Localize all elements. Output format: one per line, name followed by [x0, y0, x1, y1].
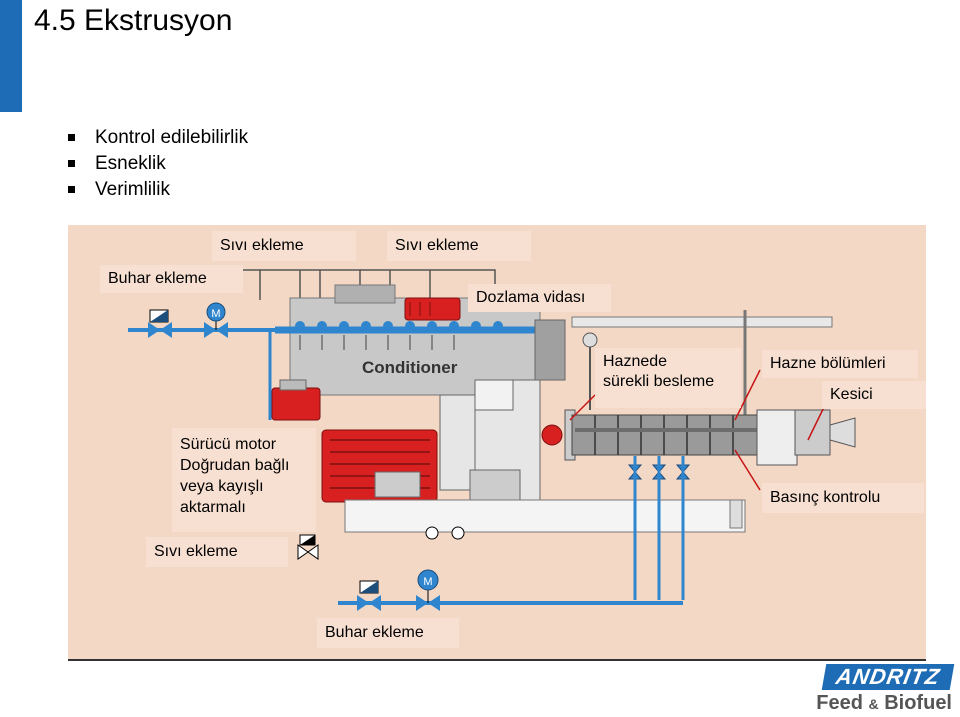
valve-icon [357, 580, 381, 611]
label-continuous-feed-line-1: Haznede [603, 353, 668, 370]
label-cutter: Kesici [822, 381, 926, 409]
bullet-item: Esneklik [68, 151, 248, 177]
barrel-liquid-pipes [633, 456, 685, 600]
motor-icon: M [417, 569, 439, 591]
conditioner-label: Conditioner [362, 358, 458, 377]
bullet-square-icon [68, 134, 75, 141]
conditioner-drops [299, 335, 455, 350]
valve-icon [148, 309, 172, 338]
bullet-item: Verimlilik [68, 177, 248, 203]
pointer-lines [569, 369, 826, 491]
logo-subtitle: Feed & Biofuel [816, 692, 952, 715]
logo-amp: & [868, 696, 879, 712]
bullet-text: Esneklik [95, 153, 166, 174]
pump-icons [425, 526, 465, 540]
logo-sub-2: Biofuel [884, 692, 952, 714]
label-drive-motor-line-4: aktarmalı [180, 499, 246, 516]
logo-name: ANDRITZ [821, 664, 955, 690]
valve-icon [297, 534, 319, 560]
label-liquid-addition-bottom: Sıvı ekleme [146, 537, 288, 567]
overhead-rail [571, 316, 833, 328]
bullet-text: Verimlilik [95, 179, 170, 200]
label-drive-motor: Sürücü motor Doğrudan bağlı veya kayışlı… [172, 428, 316, 532]
conditioner-nozzles [295, 321, 503, 331]
motor-symbol: M [423, 576, 432, 588]
label-barrel-sections: Hazne bölümleri [762, 350, 918, 378]
bullet-square-icon [68, 160, 75, 167]
knife-cone [829, 417, 856, 448]
knife-housing [794, 409, 831, 456]
label-pressure-control: Basınç kontrolu [762, 483, 924, 513]
label-continuous-feed: Haznede sürekli besleme [595, 348, 741, 408]
label-liquid-addition-2: Sıvı ekleme [387, 231, 531, 261]
bullet-square-icon [68, 186, 75, 193]
title-accent-bar [0, 0, 22, 112]
label-drive-motor-line-3: veya kayışlı [180, 478, 264, 495]
dosing-screw-motor [404, 297, 461, 321]
label-steam-addition-bottom: Buhar ekleme [317, 618, 459, 648]
bullet-list: Kontrol edilebilirlik Esneklik Verimlili… [68, 125, 248, 203]
bullet-text: Kontrol edilebilirlik [95, 127, 249, 148]
feed-pump [541, 424, 563, 446]
die-head [756, 409, 798, 466]
valve-icon [416, 590, 440, 611]
conditioner-motor [271, 387, 321, 421]
motor-symbol: M [211, 308, 220, 320]
label-drive-motor-line-2: Doğrudan bağlı [180, 457, 290, 474]
hoist-icon [582, 332, 598, 348]
machine-frame [344, 499, 746, 533]
barrel-sections [594, 415, 734, 455]
label-dosing-screw: Dozlama vidası [468, 284, 611, 312]
valve-icon [204, 320, 228, 338]
conditioner-top-hopper [334, 284, 396, 304]
label-steam-addition-top: Buhar ekleme [100, 265, 243, 293]
andritz-logo: ANDRITZ Feed & Biofuel [772, 664, 955, 715]
slide-title: 4.5 Ekstrusyon [34, 4, 233, 37]
label-continuous-feed-line-2: sürekli besleme [603, 373, 715, 390]
barrel-heater-bands [575, 428, 760, 432]
motor-icon: M [206, 302, 226, 322]
label-drive-motor-line-1: Sürücü motor [180, 436, 277, 453]
logo-sub-1: Feed [816, 692, 863, 714]
label-liquid-addition-1: Sıvı ekleme [212, 231, 356, 261]
conditioner-end-plate [534, 319, 566, 381]
bullet-item: Kontrol edilebilirlik [68, 125, 248, 151]
